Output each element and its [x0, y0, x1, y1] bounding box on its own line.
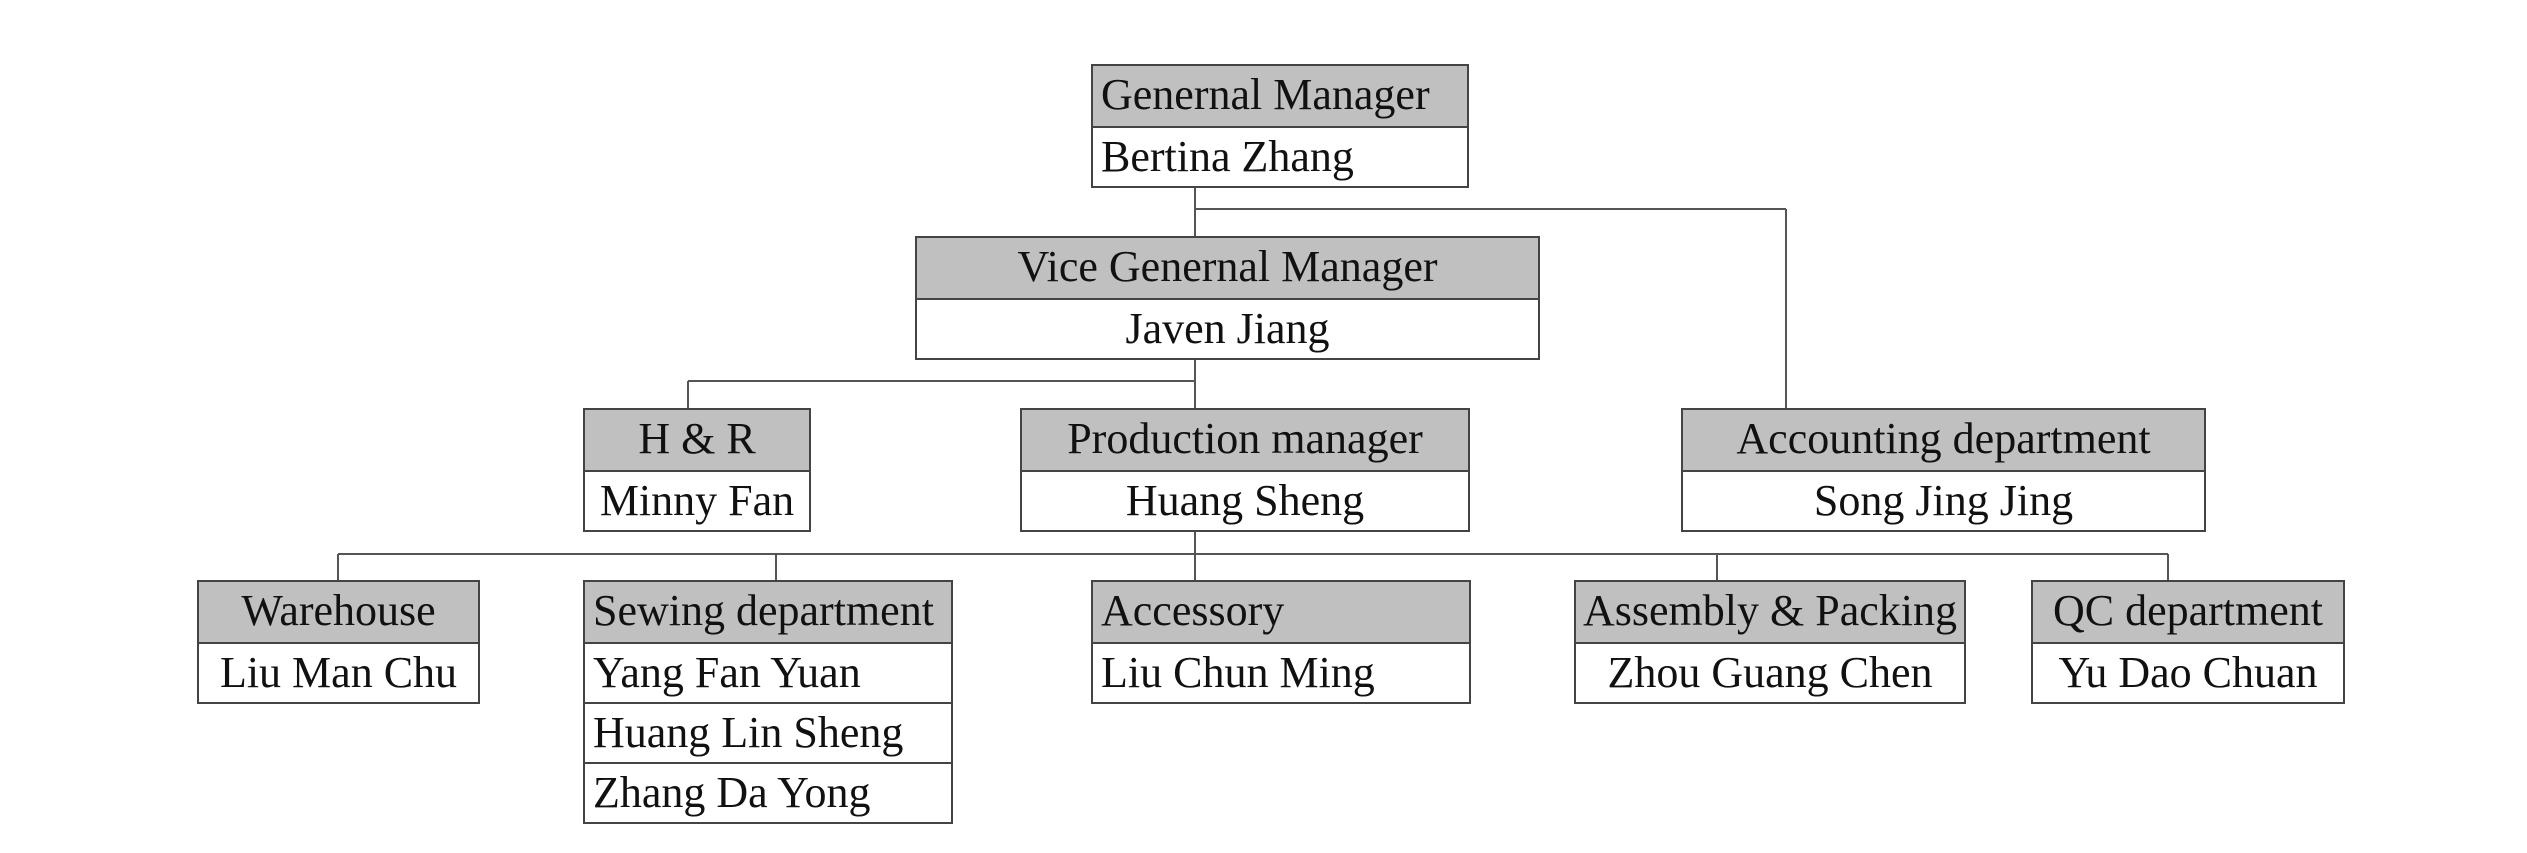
hr-name: Minny Fan	[585, 470, 809, 530]
qc-name: Yu Dao Chuan	[2033, 642, 2343, 702]
general-manager-box: Genernal Manager Bertina Zhang	[1091, 64, 1469, 188]
warehouse-title: Warehouse	[199, 582, 478, 642]
production-manager-title: Production manager	[1022, 410, 1468, 470]
vice-general-manager-title: Vice Genernal Manager	[917, 238, 1538, 298]
qc-box: QC department Yu Dao Chuan	[2031, 580, 2345, 704]
accounting-box: Accounting department Song Jing Jing	[1681, 408, 2206, 532]
production-manager-name: Huang Sheng	[1022, 470, 1468, 530]
sewing-name-1: Yang Fan Yuan	[585, 642, 951, 702]
general-manager-name: Bertina Zhang	[1093, 126, 1467, 186]
accounting-title: Accounting department	[1683, 410, 2204, 470]
sewing-box: Sewing department Yang Fan Yuan Huang Li…	[583, 580, 953, 824]
accessory-title: Accessory	[1093, 582, 1469, 642]
sewing-name-3: Zhang Da Yong	[585, 762, 951, 822]
general-manager-title: Genernal Manager	[1093, 66, 1467, 126]
production-manager-box: Production manager Huang Sheng	[1020, 408, 1470, 532]
sewing-title: Sewing department	[585, 582, 951, 642]
hr-box: H & R Minny Fan	[583, 408, 811, 532]
warehouse-name: Liu Man Chu	[199, 642, 478, 702]
accessory-box: Accessory Liu Chun Ming	[1091, 580, 1471, 704]
hr-title: H & R	[585, 410, 809, 470]
qc-title: QC department	[2033, 582, 2343, 642]
accessory-name: Liu Chun Ming	[1093, 642, 1469, 702]
sewing-name-2: Huang Lin Sheng	[585, 702, 951, 762]
assembly-name: Zhou Guang Chen	[1576, 642, 1964, 702]
assembly-box: Assembly & Packing Zhou Guang Chen	[1574, 580, 1966, 704]
vice-general-manager-box: Vice Genernal Manager Javen Jiang	[915, 236, 1540, 360]
accounting-name: Song Jing Jing	[1683, 470, 2204, 530]
assembly-title: Assembly & Packing	[1576, 582, 1964, 642]
vice-general-manager-name: Javen Jiang	[917, 298, 1538, 358]
warehouse-box: Warehouse Liu Man Chu	[197, 580, 480, 704]
